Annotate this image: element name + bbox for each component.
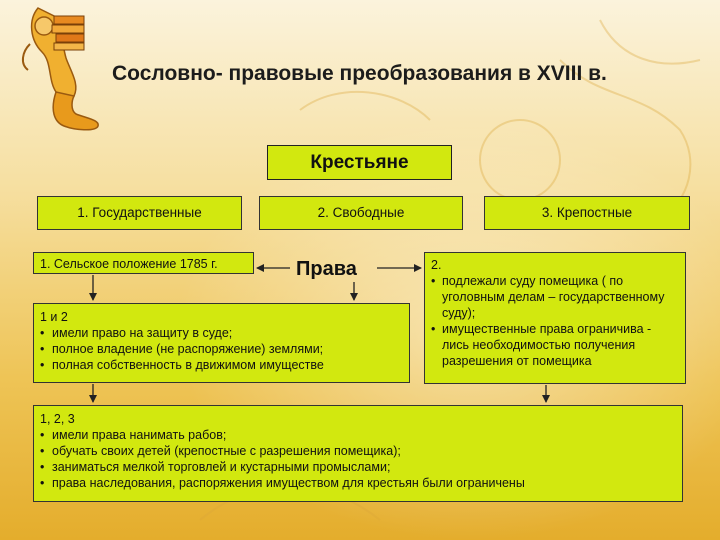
list-item: имели права нанимать рабов;	[40, 427, 676, 443]
list-item: подлежали суду помещика ( по уголовным д…	[431, 273, 679, 321]
rights-2-box: 2. подлежали суду помещика ( по уголовны…	[424, 252, 686, 384]
list-item: полная собственность в движимом имуществ…	[40, 357, 403, 373]
peasants-box: Крестьяне	[267, 145, 452, 180]
slide-title: Сословно- правовые преобразования в XVII…	[112, 62, 607, 85]
category-state-peasants: 1. Государственные	[37, 196, 242, 230]
list-item: имели право на защиту в суде;	[40, 325, 403, 341]
category-free-peasants: 2. Свободные	[259, 196, 463, 230]
list-item: права наследования, распоряжения имущест…	[40, 475, 676, 491]
list-item: полное владение (не распоряжение) землям…	[40, 341, 403, 357]
rights-1-2-3-box: 1, 2, 3 имели права нанимать рабов; обуч…	[33, 405, 683, 502]
box-heading: 1, 2, 3	[40, 412, 75, 426]
list-item: заниматься мелкой торговлей и кустарными…	[40, 459, 676, 475]
category-serfs: 3. Крепостные	[484, 196, 690, 230]
list-item: имущественные права ограничива - лись не…	[431, 321, 679, 369]
rights-1-2-box: 1 и 2 имели право на защиту в суде; полн…	[33, 303, 410, 383]
scholar-figure-clipart	[22, 7, 99, 131]
box-heading: 2.	[431, 258, 442, 272]
list-item: обучать своих детей (крепостные с разреш…	[40, 443, 676, 459]
rights-list: имели права нанимать рабов; обучать свои…	[40, 427, 676, 491]
box-heading: 1 и 2	[40, 310, 68, 324]
rural-statute-box: 1. Сельское положение 1785 г.	[33, 252, 254, 274]
rights-list: имели право на защиту в суде; полное вла…	[40, 325, 403, 373]
rights-list: подлежали суду помещика ( по уголовным д…	[431, 273, 679, 369]
rights-label: Права	[296, 258, 357, 280]
